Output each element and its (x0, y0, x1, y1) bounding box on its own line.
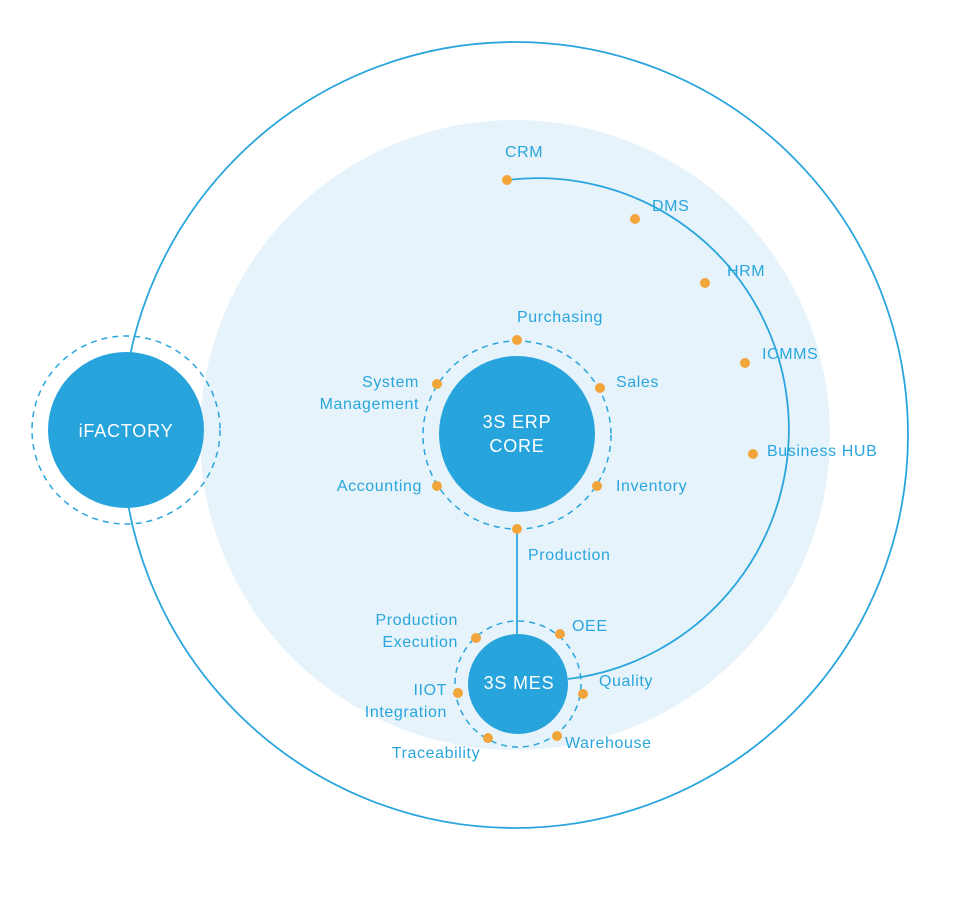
system-management-label-line2: Management (319, 396, 419, 413)
warehouse-label[interactable]: Warehouse (565, 735, 652, 752)
oee-label[interactable]: OEE (572, 618, 608, 635)
system-management-label-line1: System (362, 374, 419, 391)
iiot-integration-label-line2: Integration (364, 704, 447, 721)
quality-label[interactable]: Quality (599, 673, 653, 690)
accounting-dot[interactable] (432, 481, 442, 491)
hrm-label[interactable]: HRM (727, 263, 766, 280)
ifactory-dashed-ring (31, 335, 221, 525)
erp-core-hub[interactable] (439, 356, 595, 512)
dms-label[interactable]: DMS (652, 198, 690, 215)
inventory-dot[interactable] (592, 481, 602, 491)
production-execution-label[interactable]: Production Execution (376, 610, 459, 654)
traceability-label[interactable]: Traceability (391, 745, 481, 762)
iiot-integration-label-line1: IIOT (413, 682, 447, 699)
inventory-label[interactable]: Inventory (616, 478, 688, 495)
production-execution-label-line1: Production (375, 612, 458, 629)
crm-label[interactable]: CRM (505, 144, 544, 161)
production-execution-label-line2: Execution (382, 634, 458, 651)
erp-core-label: 3S ERP CORE (483, 410, 552, 458)
business-arc (506, 177, 790, 680)
mes-label: 3S MES (483, 673, 555, 693)
accounting-label[interactable]: Accounting (336, 478, 422, 495)
erp-core-label-line1: 3S ERP (482, 412, 552, 432)
crm-dot[interactable] (502, 175, 512, 185)
oee-dot[interactable] (555, 629, 565, 639)
hrm-dot[interactable] (700, 278, 710, 288)
ifactory-label: iFACTORY (78, 421, 174, 441)
iiot-integration-label[interactable]: IIOT Integration (365, 680, 447, 724)
dms-dot[interactable] (630, 214, 640, 224)
system-management-dot[interactable] (432, 379, 442, 389)
sales-label[interactable]: Sales (616, 374, 660, 391)
purchasing-dot[interactable] (512, 335, 522, 345)
erp-core-label-line2: CORE (489, 436, 545, 456)
mes-dashed-ring (454, 620, 582, 748)
production-dot[interactable] (512, 524, 522, 534)
production-label[interactable]: Production (528, 547, 611, 564)
sales-dot[interactable] (595, 383, 605, 393)
system-management-label[interactable]: System Management (320, 372, 419, 416)
ifactory-hub[interactable] (48, 352, 204, 508)
warehouse-dot[interactable] (552, 731, 562, 741)
icmms-dot[interactable] (740, 358, 750, 368)
purchasing-label[interactable]: Purchasing (516, 309, 604, 326)
production-execution-dot[interactable] (471, 633, 481, 643)
iiot-integration-dot[interactable] (453, 688, 463, 698)
business-hub-label[interactable]: Business HUB (767, 443, 878, 460)
quality-dot[interactable] (578, 689, 588, 699)
icmms-label[interactable]: ICMMS (762, 346, 819, 363)
traceability-dot[interactable] (483, 733, 493, 743)
business-hub-dot[interactable] (748, 449, 758, 459)
mes-hub[interactable] (468, 634, 568, 734)
